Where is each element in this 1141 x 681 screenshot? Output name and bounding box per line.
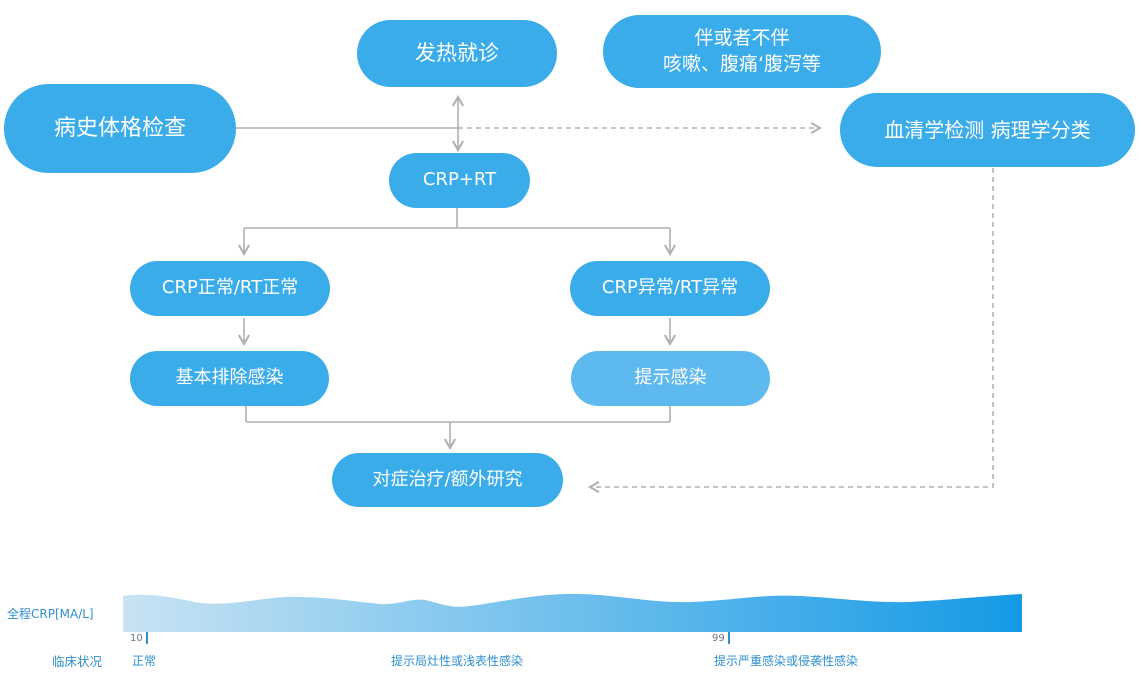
node-symptoms: 伴或者不伴 咳嗽、腹痛‘腹泻等 [603, 15, 881, 88]
tick-10 [146, 632, 148, 644]
node-exclude: 基本排除感染 [130, 351, 329, 406]
symptoms-line-2: 咳嗽、腹痛‘腹泻等 [662, 52, 822, 75]
tick-99 [728, 632, 730, 644]
node-treatment: 对症治疗/额外研究 [332, 453, 563, 507]
node-suggest: 提示感染 [571, 351, 770, 406]
zone-local-infection: 提示局灶性或浅表性感染 [391, 654, 524, 668]
node-normal: CRP正常/RT正常 [130, 261, 330, 316]
crp-wave [123, 593, 1022, 632]
tick-99-label: 99 [712, 633, 725, 644]
node-fever-visit: 发热就诊 [357, 20, 557, 87]
zone-severe-infection: 提示严重感染或侵袭性感染 [714, 654, 859, 668]
node-history-exam: 病史体格检查 [4, 84, 236, 173]
node-crp-rt: CRP+RT [389, 153, 530, 208]
crp-scale-label: 全程CRP[MA/L] [7, 607, 94, 621]
connector-serology-treatment [587, 168, 994, 494]
clinical-status-label: 临床状况 [52, 654, 103, 669]
symptoms-line-1: 伴或者不伴 [694, 26, 790, 49]
tick-10-label: 10 [130, 633, 143, 644]
node-abnormal: CRP异常/RT异常 [570, 261, 770, 316]
node-serology: 血清学检测 病理学分类 [840, 93, 1135, 167]
zone-normal: 正常 [132, 654, 157, 668]
